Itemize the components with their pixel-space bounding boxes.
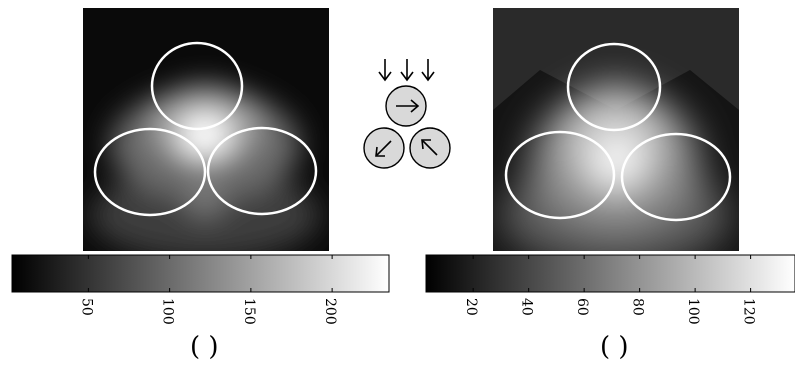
right-colorbar-tick-label: 20 bbox=[463, 298, 479, 316]
right-cylinder-bottom-left bbox=[504, 130, 616, 220]
right-colorbar: 20 40 60 80 100 120 bbox=[425, 254, 795, 325]
right-colorbar-tick-label: 80 bbox=[630, 298, 646, 316]
right-colorbar-tick-label: 40 bbox=[519, 298, 535, 316]
left-field-panel bbox=[83, 8, 329, 251]
down-arrow bbox=[378, 59, 392, 82]
up-left-arrow bbox=[421, 139, 438, 156]
right-colorbar-tick-label: 120 bbox=[741, 298, 757, 325]
left-cylinder-top bbox=[150, 41, 244, 131]
left-colorbar: 50 100 150 200 bbox=[11, 254, 390, 325]
down-arrow bbox=[421, 59, 435, 82]
right-colorbar-bar bbox=[425, 254, 795, 293]
left-colorbar-bar bbox=[11, 254, 390, 293]
down-left-arrow bbox=[375, 140, 392, 157]
right-cylinder-top bbox=[566, 42, 662, 132]
right-colorbar-tick-label: 60 bbox=[574, 298, 590, 316]
panel-label-left: ( ) bbox=[190, 332, 219, 362]
left-colorbar-ticks: 50 100 150 200 bbox=[78, 255, 338, 325]
left-colorbar-tick-label: 50 bbox=[78, 298, 94, 316]
rotation-schematic bbox=[363, 59, 451, 169]
left-colorbar-tick-label: 150 bbox=[241, 298, 257, 325]
left-cylinder-bottom-left bbox=[93, 127, 207, 217]
left-cylinder-bottom-right bbox=[206, 126, 318, 216]
panel-label-right: ( ) bbox=[600, 332, 629, 362]
right-colorbar-tick-label: 100 bbox=[685, 298, 701, 325]
right-cylinder-bottom-right bbox=[620, 132, 732, 222]
left-colorbar-tick-label: 100 bbox=[160, 298, 176, 325]
right-field-panel bbox=[493, 8, 739, 251]
left-colorbar-tick-label: 200 bbox=[322, 298, 338, 325]
right-arrow bbox=[396, 99, 420, 113]
right-colorbar-ticks: 20 40 60 80 100 120 bbox=[463, 255, 757, 325]
down-arrow bbox=[400, 59, 414, 82]
